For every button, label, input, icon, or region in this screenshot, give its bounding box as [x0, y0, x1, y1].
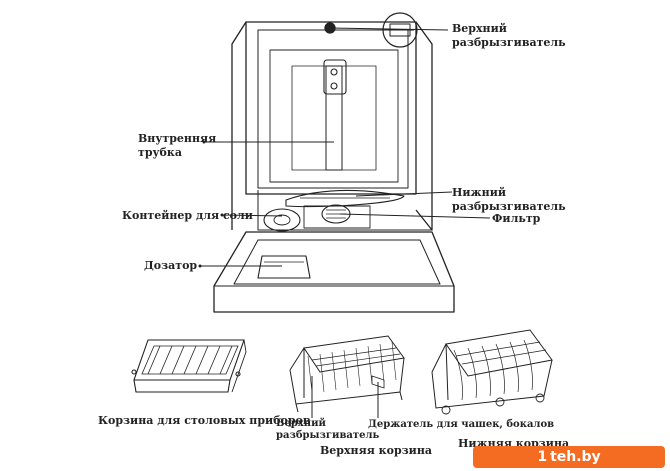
label-salt-container: Контейнер для соли: [122, 209, 253, 222]
inner-tube: [325, 65, 343, 171]
label-cutlery-basket: Корзина для столовых приборов: [98, 414, 311, 427]
lower-basket: [431, 329, 553, 415]
label-upper-sprayer-basket: Верхний разбрызгиватель: [276, 418, 380, 441]
label-lower-sprayer: Нижний разбрызгиватель: [452, 186, 566, 213]
label-cup-holder: Держатель для чашек, бокалов: [368, 419, 555, 430]
label-upper-basket: Верхняя корзина: [320, 444, 433, 457]
lower-sprayer: [285, 189, 405, 208]
door-outline: [213, 231, 455, 313]
salt-container: [263, 208, 301, 232]
upper-sprayer-zoom: [382, 12, 418, 48]
cutlery-basket: [131, 339, 247, 393]
dispenser: [257, 255, 311, 279]
label-dispenser: Дозатор: [144, 259, 198, 272]
label-upper-sprayer: Верхний разбрызгиватель: [452, 22, 566, 49]
upper-basket: [289, 335, 405, 413]
cabinet-outline: [245, 21, 417, 195]
label-inner-tube: Внутренняя трубка: [138, 132, 217, 159]
watermark-digit: 1: [537, 449, 548, 465]
label-filter: Фильтр: [492, 212, 541, 225]
watermark-text: teh.by: [550, 449, 601, 465]
watermark-badge: 1 teh.by: [473, 446, 665, 468]
